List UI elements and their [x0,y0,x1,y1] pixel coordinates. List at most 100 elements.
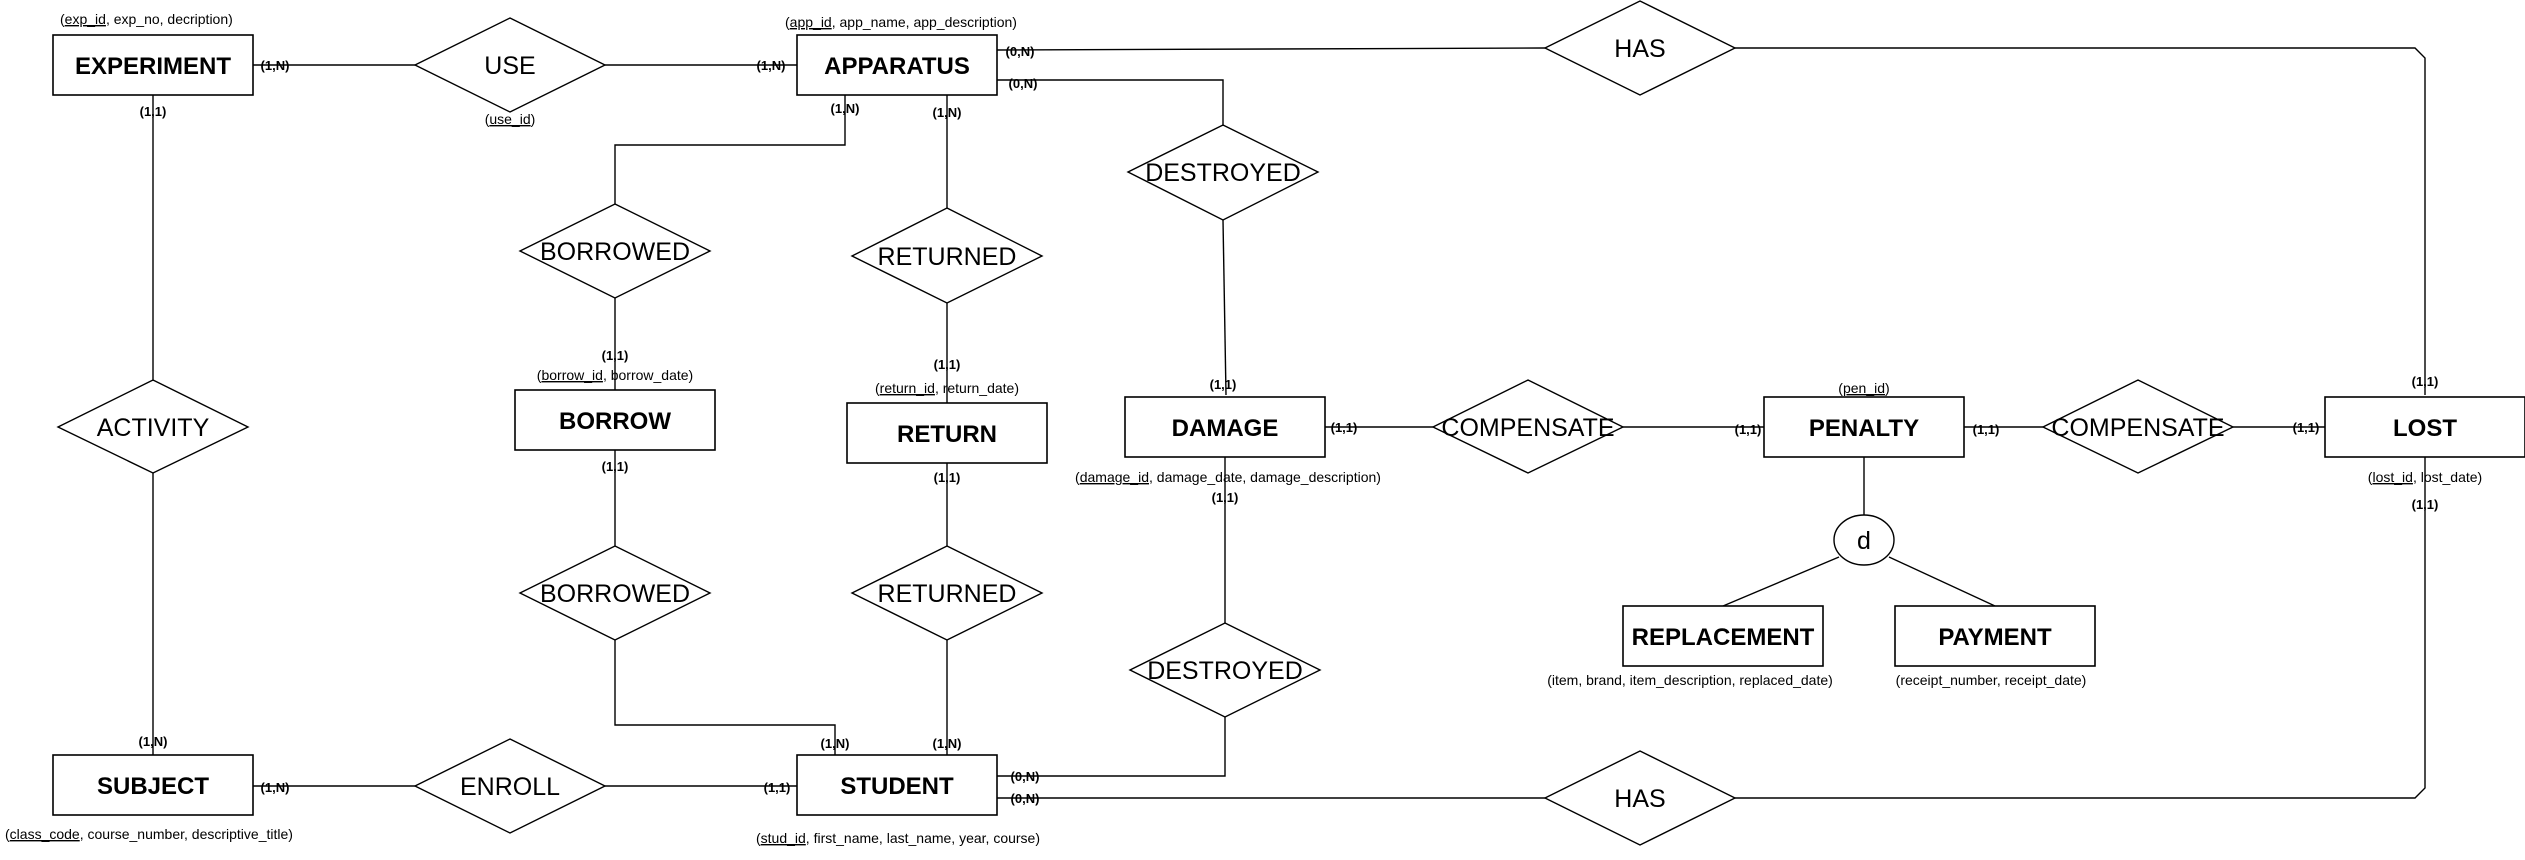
relationship-compensate-left-label: COMPENSATE [1441,414,1614,442]
attributes-penalty: (pen_id) [1838,380,1889,396]
relationship-compensate-left: COMPENSATE [1431,379,1625,474]
entity-experiment: EXPERIMENT [52,34,254,96]
line-apparatus-borrowed [614,95,846,204]
relationship-borrowed-bottom-diamond [518,545,712,641]
disjoint-circle [1833,514,1895,566]
entity-experiment-label: EXPERIMENT [75,53,231,80]
cardinality-borrow-bottom: (1,1) [602,459,629,474]
entity-return-label: RETURN [897,421,997,448]
relationship-has-top: HAS [1543,0,1737,96]
relationship-destroyed-top-label: DESTROYED [1145,159,1301,187]
attributes-return-key: return_id [880,380,935,396]
cardinality-penalty-comp-right: (1,1) [1973,422,2000,437]
cardinality-stud-borrowed: (1,N) [821,736,850,751]
attributes-replacement: (item, brand, item_description, replaced… [1547,672,1833,688]
cardinality-damage-bottom: (1,1) [1212,490,1239,505]
relationship-compensate-right-diamond [2041,379,2235,474]
relationship-returned-bottom-label: RETURNED [878,580,1017,608]
relationship-destroyed-top: DESTROYED [1126,124,1320,221]
cardinality-stud-destroyed: (0,N) [1011,769,1040,784]
relationship-returned-bottom: RETURNED [850,545,1044,641]
relationship-use: USE [413,17,607,113]
entity-apparatus-box [796,34,998,96]
relationship-enroll-diamond [413,738,607,834]
entity-subject-label: SUBJECT [97,773,209,800]
entity-damage-box [1124,396,1326,458]
line-borrowed-student [614,640,836,755]
attributes-payment: (receipt_number, receipt_date) [1896,672,2087,688]
attributes-apparatus-key: app_id [790,14,832,30]
cardinality-app-use: (1,N) [757,58,786,73]
relationship-compensate-left-diamond [1431,379,1625,474]
relationship-returned-top-label: RETURNED [878,243,1017,271]
relationship-returned-top-diamond [850,207,1044,304]
line-disjoint-payment [1888,556,1996,607]
line-disjoint-replacement [1722,556,1840,607]
cardinality-lost-comp: (1,1) [2293,420,2320,435]
line-destroyed-damage [1222,219,1227,396]
relationship-borrowed-bottom: BORROWED [518,545,712,641]
line-has-lost-bottom [1735,457,2426,799]
entity-payment: PAYMENT [1894,605,2096,667]
attributes-penalty-rest: ) [1885,380,1890,396]
cardinality-penalty-comp-left: (1,1) [1735,422,1762,437]
attributes-damage-rest: , damage_date, damage_description) [1149,469,1381,485]
attributes-experiment-rest: , exp_no, decription) [106,11,233,27]
attributes-damage: (damage_id, damage_date, damage_descript… [1075,469,1381,485]
relationship-use-diamond [413,17,607,113]
entity-borrow-box [514,389,716,451]
relationship-destroyed-bottom-label: DESTROYED [1147,657,1303,685]
entity-payment-box [1894,605,2096,667]
entity-return: RETURN [846,402,1048,464]
attributes-subject-rest: , course_number, descriptive_title) [80,826,293,842]
attributes-apparatus-rest: , app_name, app_description) [832,14,1017,30]
entity-lost-box [2324,396,2525,458]
relationship-destroyed-bottom: DESTROYED [1128,622,1322,718]
relationship-enroll-label: ENROLL [460,773,560,801]
cardinality-return-bottom: (1,1) [934,470,961,485]
line-destroyed-student [997,717,1226,777]
relationship-has-bottom-label: HAS [1614,785,1665,813]
entity-return-box [846,402,1048,464]
cardinality-exp-use: (1,N) [261,58,290,73]
entity-penalty-label: PENALTY [1809,415,1919,442]
relationship-activity-label: ACTIVITY [97,414,210,442]
entity-penalty-box [1763,396,1965,458]
cardinality-subj-enroll: (1,N) [261,780,290,795]
relationship-compensate-right-label: COMPENSATE [2051,414,2224,442]
attributes-return: (return_id, return_date) [875,380,1019,396]
entity-payment-label: PAYMENT [1938,624,2052,651]
attributes-apparatus: (app_id, app_name, app_description) [785,14,1017,30]
attributes-lost-rest: , lost_date) [2413,469,2482,485]
cardinality-labels: (1,N) (1,N) (0,N) (0,N) (1,N) (1,N) (1,1… [139,44,2439,806]
entity-apparatus-label: APPARATUS [824,53,970,80]
cardinality-stud-returned: (1,N) [933,736,962,751]
entity-student-label: STUDENT [840,773,954,800]
attributes-lost: (lost_id, lost_date) [2368,469,2482,485]
cardinality-subj-activity: (1,N) [139,734,168,749]
relationship-borrowed-top-label: BORROWED [540,238,690,266]
cardinality-damage-top: (1,1) [1210,377,1237,392]
entity-apparatus: APPARATUS [796,34,998,96]
cardinality-borrow-top: (1,1) [602,348,629,363]
entity-subject: SUBJECT [52,754,254,816]
attributes-subject: (class_code, course_number, descriptive_… [5,826,293,842]
entity-borrow: BORROW [514,389,716,451]
relationship-compensate-right: COMPENSATE [2041,379,2235,474]
disjoint-label: d [1857,527,1871,555]
attributes-penalty-key: pen_id [1843,380,1885,396]
attributes-student-key: stud_id [761,830,806,846]
cardinality-lost-top: (1,1) [2412,374,2439,389]
relationship-borrowed-top: BORROWED [518,203,712,299]
relationship-destroyed-bottom-diamond [1128,622,1322,718]
entity-damage-label: DAMAGE [1172,415,1279,442]
entity-experiment-box [52,34,254,96]
cardinality-stud-has: (0,N) [1011,791,1040,806]
entity-replacement-label: REPLACEMENT [1632,624,1815,651]
entity-student-box [796,754,998,816]
relationship-has-top-diamond [1543,0,1737,96]
attributes-use-key: use_id [489,111,530,127]
relationship-activity-diamond [56,379,250,474]
relationship-returned-top: RETURNED [850,207,1044,304]
